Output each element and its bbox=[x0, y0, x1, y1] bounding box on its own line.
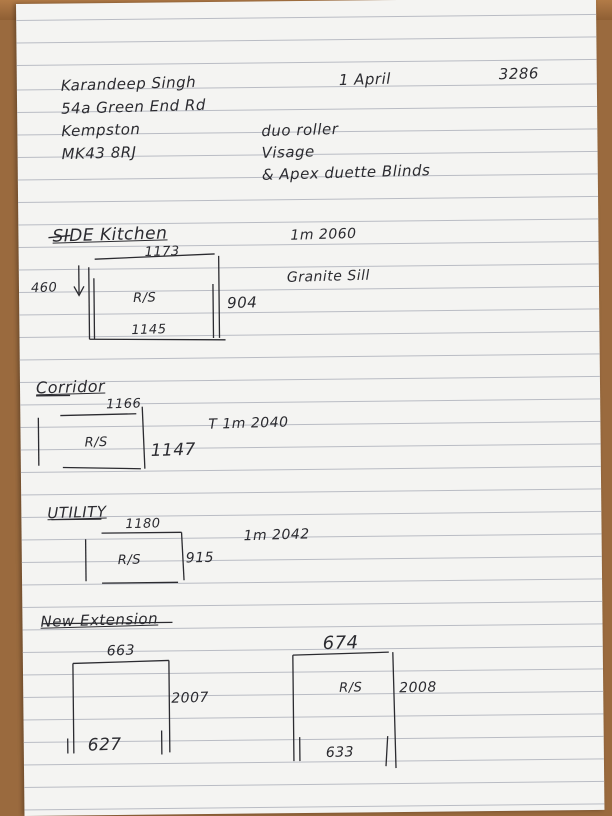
utility-sketch bbox=[51, 518, 185, 584]
kitchen-bottom-width: 1145 bbox=[131, 322, 167, 339]
section-title-utility: UTILITY bbox=[47, 502, 107, 523]
corridor-top-width: 1166 bbox=[105, 396, 142, 413]
kitchen-depth: 460 bbox=[30, 280, 58, 297]
extension-right-top-width: 674 bbox=[322, 632, 359, 655]
kitchen-height: 904 bbox=[226, 293, 258, 313]
section-title-extension: New Extension bbox=[40, 609, 159, 631]
extension-left-height: 2007 bbox=[171, 689, 210, 707]
kitchen-extra: Granite Sill bbox=[286, 267, 371, 286]
corridor-fit: R/S bbox=[84, 434, 108, 451]
section-title-corridor: Corridor bbox=[35, 376, 106, 398]
extension-left-top-width: 663 bbox=[106, 642, 136, 660]
window-sketches bbox=[36, 234, 397, 769]
extension-right-height: 2008 bbox=[398, 679, 438, 697]
utility-height: 915 bbox=[185, 549, 215, 567]
utility-fit: R/S bbox=[117, 552, 142, 569]
kitchen-note: 1m 2060 bbox=[290, 225, 357, 244]
corridor-sketch bbox=[36, 394, 146, 470]
extension-sketch bbox=[42, 621, 397, 769]
utility-top-width: 1180 bbox=[125, 516, 161, 533]
utility-note: 1m 2042 bbox=[243, 526, 310, 545]
lined-paper-sheet: Karandeep Singh 54a Green End Rd Kempsto… bbox=[16, 0, 605, 816]
corridor-note: T 1m 2040 bbox=[208, 414, 289, 433]
kitchen-fit: R/S bbox=[132, 290, 157, 306]
section-title-kitchen: SIDE Kitchen bbox=[52, 223, 168, 247]
extension-right-fit: R/S bbox=[338, 680, 363, 696]
corridor-height: 1147 bbox=[150, 439, 197, 462]
kitchen-sketch bbox=[48, 234, 226, 341]
extension-right-bottom-width: 633 bbox=[325, 744, 355, 762]
extension-left-bottom-width: 627 bbox=[87, 734, 122, 756]
kitchen-top-width: 1173 bbox=[144, 243, 180, 260]
